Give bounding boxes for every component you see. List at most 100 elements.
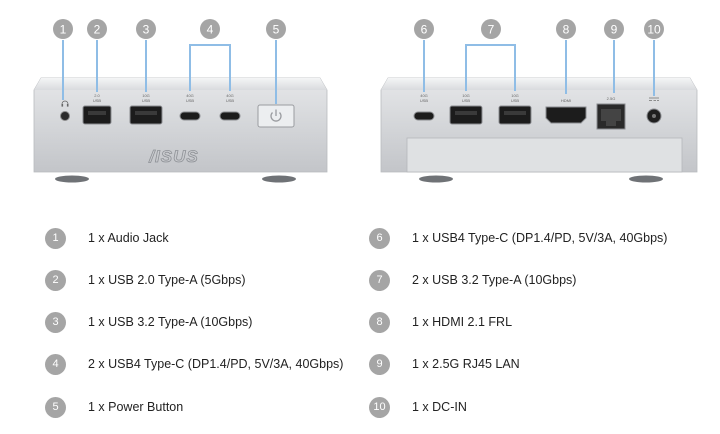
legend-item-2: 2 1 x USB 2.0 Type-A (5Gbps) <box>45 268 245 292</box>
svg-text:USB: USB <box>226 98 235 103</box>
front-chassis-top <box>34 78 327 90</box>
svg-text:USB: USB <box>511 98 520 103</box>
legend-text: 1 x USB4 Type-C (DP1.4/PD, 5V/3A, 40Gbps… <box>412 231 668 245</box>
svg-text:10G: 10G <box>462 93 470 98</box>
svg-text:40G: 40G <box>226 93 234 98</box>
svg-text:2.0: 2.0 <box>94 93 100 98</box>
legend-text: 1 x 2.5G RJ45 LAN <box>412 357 520 371</box>
legend-text: 1 x USB 3.2 Type-A (10Gbps) <box>88 315 253 329</box>
legend-text: 1 x Audio Jack <box>88 231 169 245</box>
callout-bracket-7 <box>465 44 516 91</box>
front-foot-right <box>262 175 296 183</box>
legend-text: 2 x USB4 Type-C (DP1.4/PD, 5V/3A, 40Gbps… <box>88 357 344 371</box>
audio-jack-port <box>60 100 70 121</box>
hdmi-icon <box>545 106 587 124</box>
callout-badge-7: 7 <box>481 19 501 39</box>
power-button[interactable] <box>257 104 295 128</box>
svg-text:3: 3 <box>143 23 150 37</box>
usb4-type-c-port-front-2: 40G USB <box>219 93 241 121</box>
callout-badge-2: 2 <box>87 19 107 92</box>
front-foot-left <box>55 175 89 183</box>
legend-text: 1 x DC-IN <box>412 400 467 414</box>
svg-text:USB: USB <box>462 98 471 103</box>
svg-text:8: 8 <box>563 23 570 37</box>
legend-badge: 3 <box>45 311 66 333</box>
power-icon <box>270 109 282 122</box>
front-unit: /ISUS <box>33 77 328 183</box>
rj45-icon <box>596 103 626 130</box>
svg-text:6: 6 <box>421 23 428 37</box>
legend-badge: 6 <box>369 227 390 249</box>
legend-item-9: 9 1 x 2.5G RJ45 LAN <box>369 352 520 376</box>
rear-chassis-top <box>381 78 697 90</box>
usb3-type-a-port-rear-2: 10G USB <box>498 93 532 125</box>
usb3-type-a-port: 10G USB <box>129 93 163 125</box>
callout-badge-3: 3 <box>136 19 156 92</box>
legend-item-6: 6 1 x USB4 Type-C (DP1.4/PD, 5V/3A, 40Gb… <box>369 226 667 250</box>
legend-text: 1 x USB 2.0 Type-A (5Gbps) <box>88 273 246 287</box>
svg-text:9: 9 <box>611 23 618 37</box>
callout-badge-9: 9 <box>604 19 624 93</box>
callout-badge-10: 10 <box>644 19 664 96</box>
legend-badge: 4 <box>45 353 66 375</box>
legend-item-4: 4 2 x USB4 Type-C (DP1.4/PD, 5V/3A, 40Gb… <box>45 352 343 376</box>
svg-text:4: 4 <box>207 23 214 37</box>
usb-c-icon <box>219 111 241 121</box>
legend-badge: 1 <box>45 227 66 249</box>
svg-text:40G: 40G <box>420 93 428 98</box>
callout-badge-4: 4 <box>200 19 220 39</box>
legend-badge: 5 <box>45 396 66 418</box>
svg-text:10: 10 <box>647 23 661 37</box>
svg-text:10G: 10G <box>511 93 519 98</box>
callout-badge-6: 6 <box>414 19 434 92</box>
legend-text: 1 x HDMI 2.1 FRL <box>412 315 513 329</box>
legend-item-10: 10 1 x DC-IN <box>369 395 467 419</box>
usb2-type-a-port: 2.0 USB <box>82 93 112 125</box>
legend-item-1: 1 1 x Audio Jack <box>45 226 169 250</box>
legend-item-8: 8 1 x HDMI 2.1 FRL <box>369 310 512 334</box>
rear-foot-right <box>629 175 663 183</box>
legend-badge: 8 <box>369 311 390 333</box>
rj45-lan-port: 2.5G <box>596 96 626 130</box>
callout-badge-1: 1 <box>53 19 73 100</box>
svg-text:10G: 10G <box>142 93 150 98</box>
svg-text:USB: USB <box>93 98 102 103</box>
usb-c-icon <box>413 111 435 121</box>
legend-badge: 2 <box>45 269 66 291</box>
svg-text:5: 5 <box>273 23 280 37</box>
svg-text:USB: USB <box>142 98 151 103</box>
legend-item-3: 3 1 x USB 3.2 Type-A (10Gbps) <box>45 310 252 334</box>
svg-text:2: 2 <box>94 23 101 37</box>
svg-text:7: 7 <box>488 23 495 37</box>
hdmi-port: HDMI <box>545 98 587 124</box>
usb4-type-c-port-front-1: 40G USB <box>179 93 201 121</box>
svg-text:HDMI: HDMI <box>561 98 571 103</box>
legend-item-7: 7 2 x USB 3.2 Type-A (10Gbps) <box>369 268 576 292</box>
legend-item-5: 5 1 x Power Button <box>45 395 183 419</box>
usb3-type-a-port-rear-1: 10G USB <box>449 93 483 125</box>
asus-logo: /ISUS <box>148 147 198 166</box>
legend-badge: 10 <box>369 396 390 418</box>
usb4-type-c-port-rear: 40G USB <box>413 93 435 121</box>
legend-badge: 9 <box>369 353 390 375</box>
legend-text: 2 x USB 3.2 Type-A (10Gbps) <box>412 273 577 287</box>
rear-unit <box>380 77 698 183</box>
svg-text:2.5G: 2.5G <box>607 96 616 101</box>
product-diagram: /ISUS 2.0 USB 10G USB 40G USB 40G USB <box>0 0 720 200</box>
svg-text:40G: 40G <box>186 93 194 98</box>
usb-c-icon <box>179 111 201 121</box>
svg-text:1: 1 <box>60 23 67 37</box>
rear-foot-left <box>419 175 453 183</box>
legend-text: 1 x Power Button <box>88 400 184 414</box>
svg-text:USB: USB <box>186 98 195 103</box>
legend-badge: 7 <box>369 269 390 291</box>
dc-in-port <box>646 97 662 124</box>
callout-badge-8: 8 <box>556 19 576 94</box>
svg-text:USB: USB <box>420 98 429 103</box>
port-legend: 1 1 x Audio Jack 2 1 x USB 2.0 Type-A (5… <box>0 218 720 428</box>
rear-bottom-panel <box>406 137 683 173</box>
callout-badge-5: 5 <box>266 19 286 104</box>
dc-in-icon <box>649 97 659 101</box>
headphone-icon <box>61 100 69 107</box>
callout-bracket-4 <box>189 44 231 91</box>
